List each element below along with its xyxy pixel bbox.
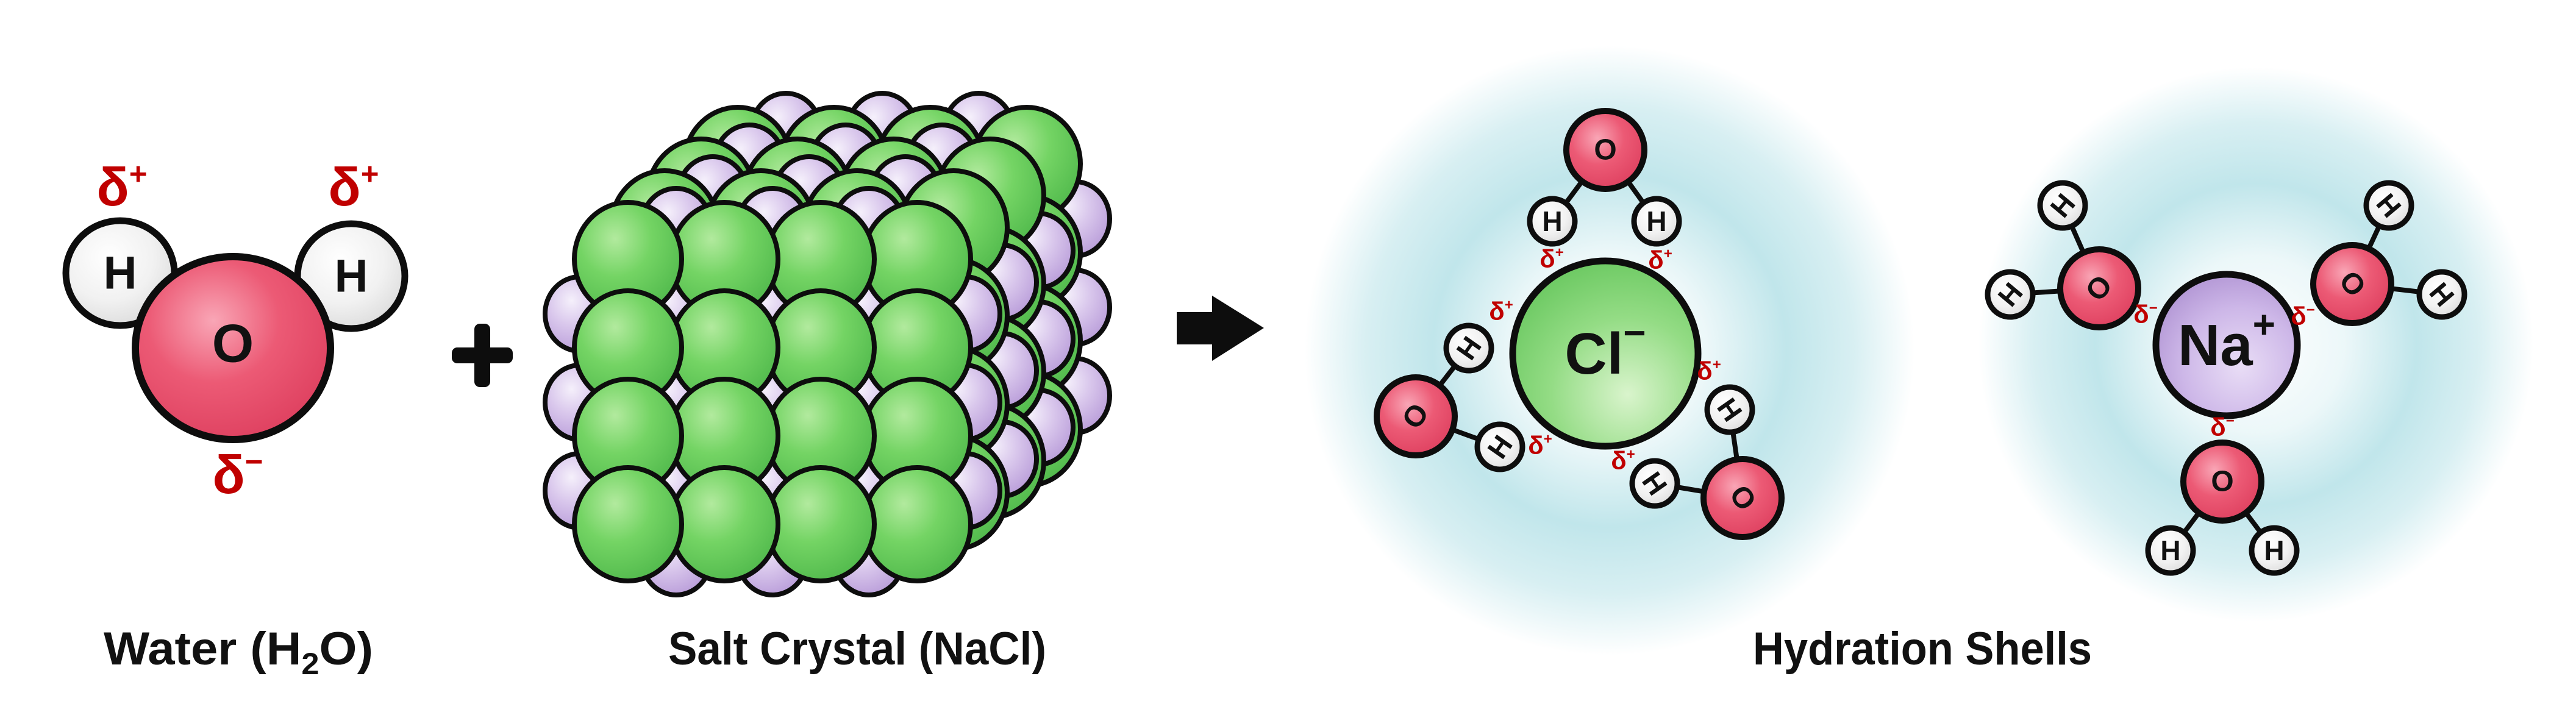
oxygen-atom [1700, 456, 1785, 540]
hydrogen-atom [2145, 525, 2196, 576]
hydrogen-atom [1629, 458, 1680, 509]
hydrogen-atom [1527, 196, 1578, 247]
oxygen-atom [132, 253, 334, 443]
hydrogen-letter: H [2264, 535, 2284, 566]
oxygen-atom [2180, 440, 2264, 524]
delta-plus-label: δ+ [96, 156, 147, 216]
hydrogen-atom [1704, 384, 1755, 435]
oxygen-letter: O [2211, 466, 2233, 498]
delta-plus-label: δ+ [328, 156, 379, 216]
delta-plus-label: δ+ [1489, 296, 1513, 325]
salt-crystal-label: Salt Crystal (NaCl) [668, 623, 1046, 675]
delta-plus-label: δ+ [1540, 244, 1564, 272]
hydrogen-atom [2416, 269, 2467, 320]
hydrogen-atom [1443, 322, 1494, 374]
oxygen-letter: O [212, 313, 254, 374]
delta-minus-label: δ− [2133, 299, 2158, 328]
reaction-arrow [1177, 296, 1264, 361]
hydrogen-atom [2037, 180, 2088, 231]
chloride-ion-sphere [861, 465, 973, 583]
hydrogen-atom [2363, 180, 2414, 231]
hydrogen-letter: H [1646, 205, 1666, 237]
shell-water-molecule: O H Hδ+ δ+ [1527, 108, 1682, 274]
plus-sign [452, 324, 513, 387]
hydrogen-letter: H [104, 247, 137, 299]
hydrogen-letter: H [335, 251, 368, 302]
shell-water-molecule: O H Hδ− [2145, 412, 2300, 576]
sodium-ion-label: Na+ [2178, 302, 2275, 378]
chloride-ion [1509, 257, 1702, 450]
right-arrow-icon [1177, 296, 1264, 361]
delta-plus-label: δ+ [1528, 430, 1552, 459]
chloride-ion-label: Cl− [1565, 311, 1646, 386]
hydrogen-atom [1985, 269, 2036, 320]
oxygen-atom [2057, 246, 2141, 330]
hydration-shells-label: Hydration Shells [1753, 623, 2092, 675]
delta-minus-label: δ− [212, 444, 263, 504]
plus-vertical-bar [474, 324, 490, 387]
sodium-ion [2152, 271, 2301, 419]
delta-plus-label: δ+ [1697, 356, 1721, 385]
delta-minus-label: δ− [2291, 301, 2315, 330]
delta-minus-label: δ− [2210, 412, 2235, 441]
chloride-ion-sphere [572, 465, 684, 583]
delta-plus-label: δ+ [1648, 245, 1672, 274]
chloride-ion-sphere [668, 465, 780, 583]
water-molecule: H H Oδ+ δ+ δ− [62, 156, 409, 505]
oxygen-letter: O [1594, 134, 1616, 166]
hydrogen-letter: H [2160, 535, 2180, 566]
crystal-layer [543, 186, 1002, 597]
oxygen-atom [1563, 108, 1647, 192]
delta-plus-label: δ+ [1611, 446, 1635, 474]
hydrogen-atom [1631, 196, 1682, 247]
chloride-ion-sphere [765, 465, 877, 583]
hydrogen-atom [1474, 421, 1525, 472]
oxygen-atom [1374, 374, 1458, 458]
salt-crystal [543, 91, 1112, 597]
hydrogen-atom [2249, 525, 2300, 576]
oxygen-atom [2310, 242, 2394, 326]
hydrogen-letter: H [1542, 205, 1562, 237]
